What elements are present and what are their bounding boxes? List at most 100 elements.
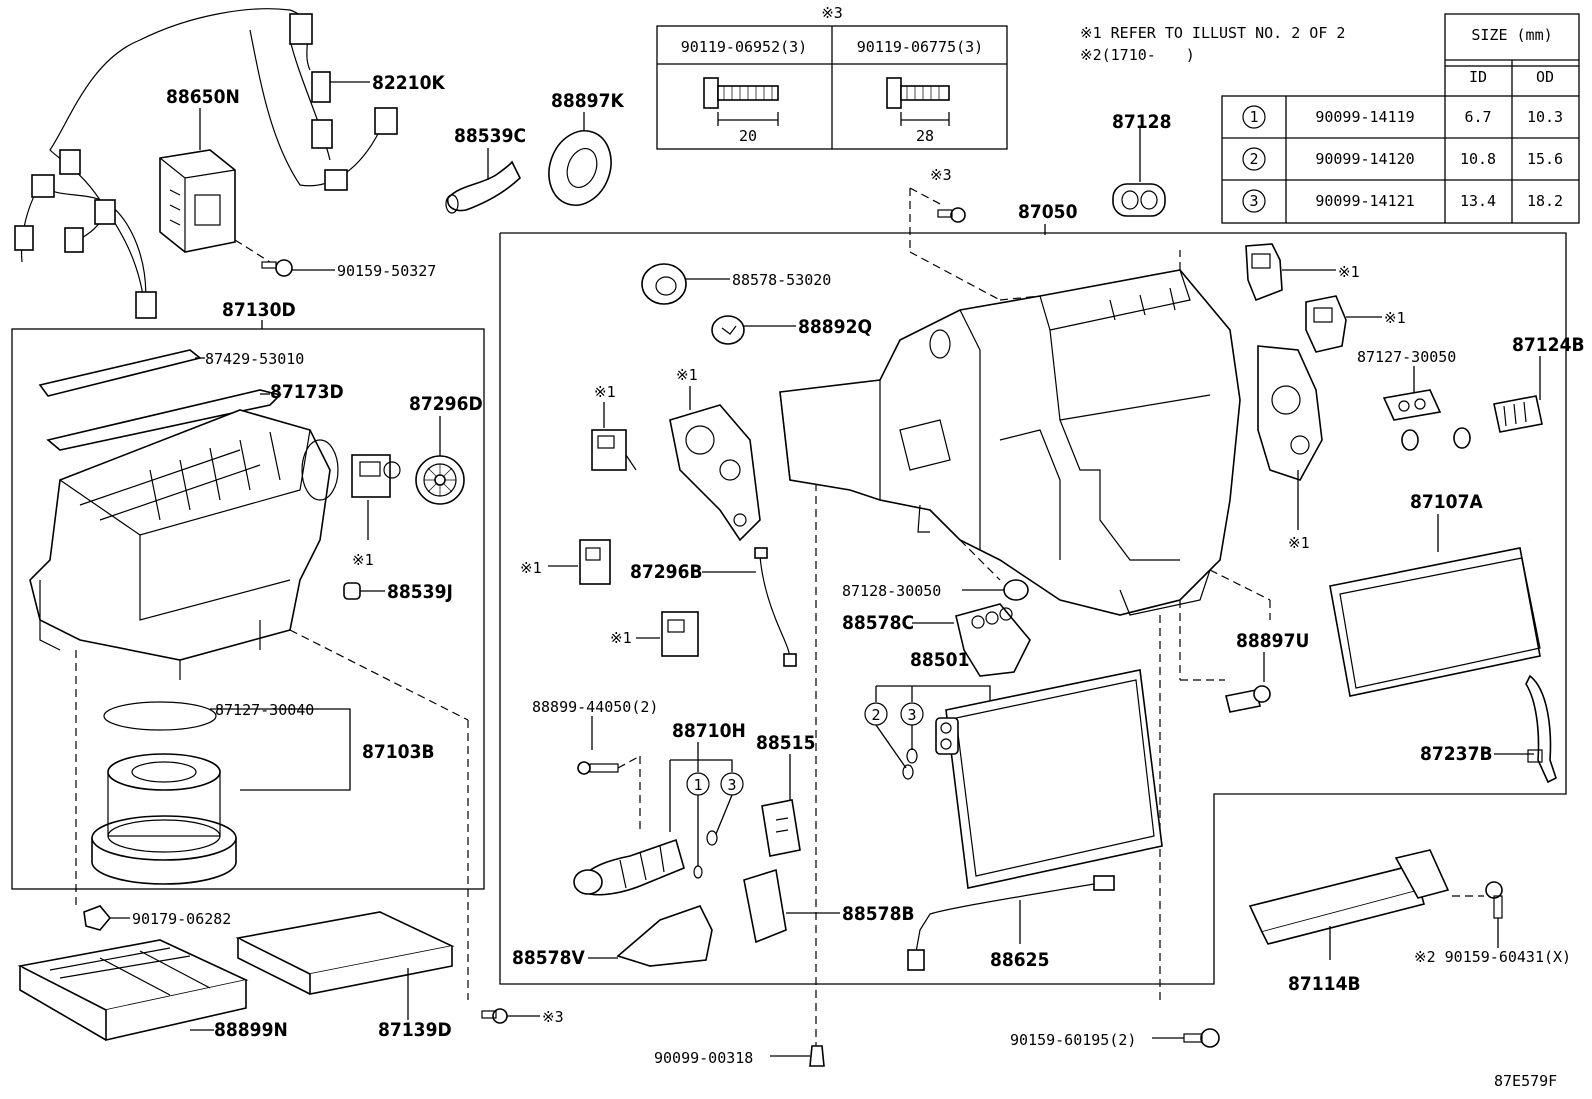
size-row1-num: 1 — [1249, 108, 1258, 126]
filter-cover-88899N — [17, 939, 249, 1042]
heater-unit-frame — [499, 232, 1567, 985]
label-88899N: 88899N — [214, 1019, 288, 1041]
cable-87296B-icon — [754, 547, 797, 667]
hose-88539C-icon — [445, 160, 521, 214]
label-88578C: 88578C — [842, 612, 914, 634]
label-87114B: 87114B — [1288, 973, 1361, 995]
clip-90099-00318-icon — [809, 1045, 825, 1067]
screw-x3-icon — [937, 207, 966, 223]
blower-unit-frame — [11, 328, 485, 890]
label-90159-50327: 90159-50327 — [337, 262, 436, 280]
wire-harness-82210K — [14, 8, 398, 319]
sensor-88897U-icon — [1225, 685, 1271, 713]
ptc-heater-87114B — [1248, 849, 1450, 945]
label-88650N: 88650N — [166, 86, 240, 108]
label-88539C: 88539C — [454, 125, 526, 147]
size-row3-num: 3 — [1249, 192, 1258, 210]
seal-88578-53020-icon — [641, 263, 687, 305]
size-row2-part: 90099-14120 — [1315, 150, 1414, 168]
label-88625: 88625 — [990, 949, 1049, 971]
seal-88578B-icon — [743, 868, 787, 944]
size-col-id: ID — [1469, 68, 1487, 86]
clip-88892Q-icon — [711, 315, 745, 345]
clip-87124B-icon — [1493, 395, 1543, 433]
bolt-90159-60431-icon — [1485, 881, 1503, 919]
label-87173D: 87173D — [270, 381, 344, 403]
bolt-90159-50327-icon — [261, 259, 293, 277]
actuator-87296D-x1-icon — [351, 454, 401, 498]
ac-tube-88710H — [573, 838, 685, 896]
pad-87127-30050-icon — [1382, 389, 1442, 421]
label-82210K: 82210K — [372, 72, 445, 94]
label-88578V: 88578V — [512, 947, 585, 969]
note-1: ※1 REFER TO ILLUST NO. 2 OF 2 — [1080, 24, 1345, 42]
size-row1-od: 10.3 — [1527, 108, 1563, 126]
seal-ring-88897K-icon — [548, 130, 612, 206]
size-row3-part: 90099-14121 — [1315, 192, 1414, 210]
gasket-87173D-icon — [46, 389, 282, 451]
label-88501: 88501 — [910, 649, 969, 671]
label-87130D: 87130D — [222, 299, 296, 321]
marker-x3-bottom: ※3 — [542, 1008, 564, 1026]
blower-motor-87103B — [91, 753, 237, 885]
marker-x1-d: ※1 — [610, 629, 632, 647]
label-90159-60195: 90159-60195(2) — [1010, 1031, 1136, 1049]
bolt-table-header: ※3 — [821, 4, 843, 22]
gasket-87429-53010-icon — [38, 349, 202, 397]
illustration-ref-code: 87E579F — [1494, 1072, 1557, 1090]
marker-x1-c: ※1 — [520, 559, 542, 577]
label-87429-53010: 87429-53010 — [205, 350, 304, 368]
label-88578B: 88578B — [842, 903, 915, 925]
label-87124B: 87124B — [1512, 334, 1585, 356]
actuator-x1-a-icon — [591, 429, 637, 471]
size-row3-id: 13.4 — [1460, 192, 1496, 210]
control-module-88650N — [159, 149, 236, 253]
label-88897K: 88897K — [551, 90, 624, 112]
marker-x1-b: ※1 — [676, 366, 698, 384]
label-87139D: 87139D — [378, 1019, 452, 1041]
label-88515: 88515 — [756, 732, 815, 754]
bolt-col2-part: 90119-06775(3) — [857, 38, 983, 56]
marker-x3-top: ※3 — [930, 166, 952, 184]
marker-3-88501: 3 — [907, 706, 916, 724]
label-87128-30050: 87128-30050 — [842, 582, 941, 600]
bolt-88899-44050-icon — [577, 761, 619, 775]
bracket-87237B-icon — [1525, 674, 1557, 784]
label-87296B: 87296B — [630, 561, 703, 583]
actuator-x1-right-mid-icon — [1305, 295, 1347, 353]
marker-x1-f: ※1 — [1384, 309, 1406, 327]
seal-ring-87127-30040-icon — [103, 701, 217, 731]
label-88892Q: 88892Q — [798, 316, 872, 338]
grommet-87128-icon — [1112, 183, 1166, 217]
valve-88515-icon — [761, 799, 801, 857]
marker-1-88710H: 1 — [693, 776, 702, 794]
actuator-x1-d-icon — [661, 611, 699, 657]
heater-core-87107A — [1329, 427, 1543, 697]
evaporator-88501 — [935, 669, 1163, 889]
label-90099-00318: 90099-00318 — [654, 1049, 753, 1067]
label-90179-06282: 90179-06282 — [132, 910, 231, 928]
seal-88578V-icon — [616, 905, 713, 967]
size-row2-id: 10.8 — [1460, 150, 1496, 168]
blower-case-87130D — [29, 409, 339, 680]
marker-x1-87296D: ※1 — [352, 551, 374, 569]
label-87127-30050: 87127-30050 — [1357, 348, 1456, 366]
bolt-col1-part: 90119-06952(3) — [681, 38, 807, 56]
size-row2-num: 2 — [1249, 150, 1258, 168]
label-87127-30040: 87127-30040 — [215, 701, 314, 719]
label-87296D: 87296D — [409, 393, 483, 415]
flange-bolt-1-icon: 20 — [703, 77, 779, 145]
label-88710H: 88710H — [672, 720, 746, 742]
actuator-x1-right-top-icon — [1245, 243, 1283, 302]
size-col-od: OD — [1536, 68, 1554, 86]
bolt-len-1: 20 — [739, 127, 757, 145]
damper-gear-87296D-icon — [415, 455, 465, 505]
label-87237B: 87237B — [1420, 743, 1493, 765]
marker-x1-a: ※1 — [594, 383, 616, 401]
actuator-x1-right-big-icon — [1257, 345, 1323, 481]
grommet-87128-30050-icon — [1003, 579, 1029, 601]
marker-x1-g: ※1 — [1288, 534, 1310, 552]
label-87050: 87050 — [1018, 201, 1078, 223]
